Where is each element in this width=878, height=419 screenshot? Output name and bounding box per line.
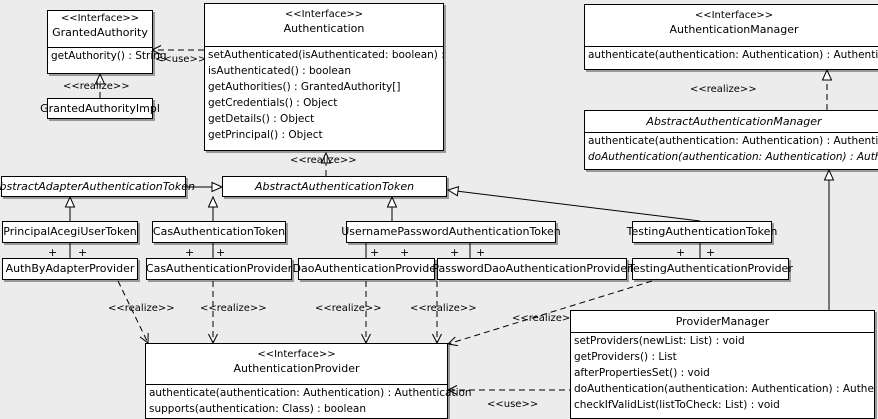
class-header: <<Interface>> GrantedAuthority xyxy=(48,11,152,47)
class-name: DaoAuthenticationProvider xyxy=(292,262,441,275)
class-cas-authentication-provider[interactable]: CasAuthenticationProvider xyxy=(146,258,292,280)
class-password-dao-authentication-provider[interactable]: PasswordDaoAuthenticationProvider xyxy=(432,258,632,280)
edge-label-realize-authbyadapterprovider: <<realize>> xyxy=(108,303,175,314)
class-granted-authority-impl[interactable]: GrantedAuthorityImpl xyxy=(40,98,160,119)
edge-label-realize-grantedauthorityimpl: <<realize>> xyxy=(63,81,130,92)
edge-label-use-providermanager: <<use>> xyxy=(487,399,539,410)
class-granted-authority[interactable]: <<Interface>> GrantedAuthority getAuthor… xyxy=(47,10,167,74)
class-header: <<Interface>> AuthenticationProvider xyxy=(146,344,447,384)
class-members: authenticate(authentication: Authenticat… xyxy=(146,384,472,417)
edge-generalize-testingauthenticationtoken xyxy=(446,186,701,222)
class-name: TestingAuthenticationProvider xyxy=(628,262,793,275)
class-name: ProviderManager xyxy=(675,315,770,328)
class-testing-authentication-token[interactable]: TestingAuthenticationToken xyxy=(627,221,777,243)
class-auth-by-adapter-provider[interactable]: AuthByAdapterProvider xyxy=(2,258,138,280)
multiplicity-marker: + xyxy=(400,246,410,259)
class-abstract-authentication-manager[interactable]: AbstractAuthenticationManager authentica… xyxy=(584,110,878,170)
multiplicity-marker: + xyxy=(216,246,226,259)
edge-label-realize-testingauthenticationprovider: <<realize>> xyxy=(512,313,579,324)
member-row: getDetails() : Object xyxy=(208,113,315,125)
class-name: CasAuthenticationProvider xyxy=(145,262,293,275)
class-authentication[interactable]: <<Interface>> Authentication setAuthenti… xyxy=(204,3,444,151)
class-authentication-provider[interactable]: <<Interface>> AuthenticationProvider aut… xyxy=(145,343,472,419)
class-username-password-authentication-token[interactable]: UsernamePasswordAuthenticationToken xyxy=(341,221,561,243)
multiplicity-marker: + xyxy=(706,246,716,259)
class-name: AbstractAuthenticationToken xyxy=(254,179,415,193)
member-row: setProviders(newList: List) : void xyxy=(574,335,745,347)
class-provider-manager[interactable]: ProviderManager setProviders(newList: Li… xyxy=(570,310,875,419)
class-members: authenticate(authentication: Authenticat… xyxy=(585,46,878,63)
class-name: AuthByAdapterProvider xyxy=(5,262,135,275)
member-row: doAuthentication(authentication: Authent… xyxy=(574,383,874,395)
class-members: getAuthority() : String xyxy=(48,47,167,64)
class-header: <<Interface>> Authentication xyxy=(205,4,443,46)
class-members: setProviders(newList: List) : void getPr… xyxy=(571,332,874,413)
member-row: getCredentials() : Object xyxy=(208,97,338,109)
member-row: afterPropertiesSet() : void xyxy=(574,367,710,379)
class-name: GrantedAuthority xyxy=(52,26,148,39)
class-name: PrincipalAcegiUserToken xyxy=(3,225,137,238)
class-name: AuthenticationProvider xyxy=(233,362,360,375)
multiplicity-marker: + xyxy=(78,246,88,259)
multiplicity-marker: + xyxy=(450,246,460,259)
member-row: getAuthorities() : GrantedAuthority[] xyxy=(208,81,401,93)
class-name: AuthenticationManager xyxy=(669,23,799,36)
multiplicity-marker: + xyxy=(48,246,58,259)
class-members: setAuthenticated(isAuthenticated: boolea… xyxy=(205,46,443,151)
class-members: authenticate(authentication: Authenticat… xyxy=(585,132,878,165)
class-principal-acegi-user-token[interactable]: PrincipalAcegiUserToken xyxy=(2,221,138,243)
member-row: setAuthenticated(isAuthenticated: boolea… xyxy=(208,49,443,61)
class-dao-authentication-provider[interactable]: DaoAuthenticationProvider xyxy=(293,258,441,280)
member-row: isAuthenticated() : boolean xyxy=(208,65,351,77)
member-row: getPrincipal() : Object xyxy=(208,129,323,141)
multiplicity-marker: + xyxy=(370,246,380,259)
member-row: getProviders() : List xyxy=(574,351,677,363)
class-cas-authentication-token[interactable]: CasAuthenticationToken xyxy=(152,221,286,243)
class-name: AbstractAdapterAuthenticationToken xyxy=(0,179,195,193)
edge-label-realize-abstractauthenticationtoken: <<realize>> xyxy=(290,155,357,166)
stereotype-label: <<Interface>> xyxy=(257,349,336,360)
class-name: GrantedAuthorityImpl xyxy=(40,101,160,115)
multiplicity-marker: + xyxy=(676,246,686,259)
class-header: ProviderManager xyxy=(571,311,874,332)
multiplicity-marker: + xyxy=(185,246,195,259)
stereotype-label: <<Interface>> xyxy=(284,9,364,20)
class-name: CasAuthenticationToken xyxy=(152,225,286,238)
edge-label-realize-passworddaoauthenticationprovider: <<realize>> xyxy=(410,303,477,314)
class-testing-authentication-provider[interactable]: TestingAuthenticationProvider xyxy=(628,258,793,280)
multiplicity-marker: + xyxy=(476,246,486,259)
member-row: authenticate(authentication: Authenticat… xyxy=(588,49,878,61)
class-authentication-manager[interactable]: <<Interface>> AuthenticationManager auth… xyxy=(584,4,878,70)
edge-label-realize-daoauthenticationprovider: <<realize>> xyxy=(315,303,382,314)
edge-label-realize-casauthenticationprovider: <<realize>> xyxy=(200,303,267,314)
member-row: getAuthority() : String xyxy=(51,50,167,62)
class-name: Authentication xyxy=(283,22,365,35)
member-row: authenticate(authentication: Authenticat… xyxy=(588,135,878,147)
member-row: checkIfValidList(listToCheck: List) : vo… xyxy=(574,399,780,411)
edge-label-realize-abstractauthenticationmanager: <<realize>> xyxy=(690,84,757,95)
class-header: AbstractAuthenticationManager xyxy=(585,111,878,132)
class-name: AbstractAuthenticationManager xyxy=(646,115,822,128)
stereotype-label: <<Interface>> xyxy=(60,13,140,24)
class-name: PasswordDaoAuthenticationProvider xyxy=(432,262,632,275)
class-name: TestingAuthenticationToken xyxy=(626,225,778,238)
class-name: UsernamePasswordAuthenticationToken xyxy=(341,225,561,238)
member-row: doAuthentication(authentication: Authent… xyxy=(588,151,878,163)
edge-label-use-authentication-grantedauthority: <<use>> xyxy=(155,54,207,65)
class-abstract-adapter-authentication-token[interactable]: AbstractAdapterAuthenticationToken xyxy=(0,176,195,197)
member-row: supports(authentication: Class) : boolea… xyxy=(149,403,366,415)
member-row: authenticate(authentication: Authenticat… xyxy=(149,387,472,399)
class-abstract-authentication-token[interactable]: AbstractAuthenticationToken xyxy=(222,176,447,197)
class-header: <<Interface>> AuthenticationManager xyxy=(585,5,878,46)
stereotype-label: <<Interface>> xyxy=(694,10,774,21)
